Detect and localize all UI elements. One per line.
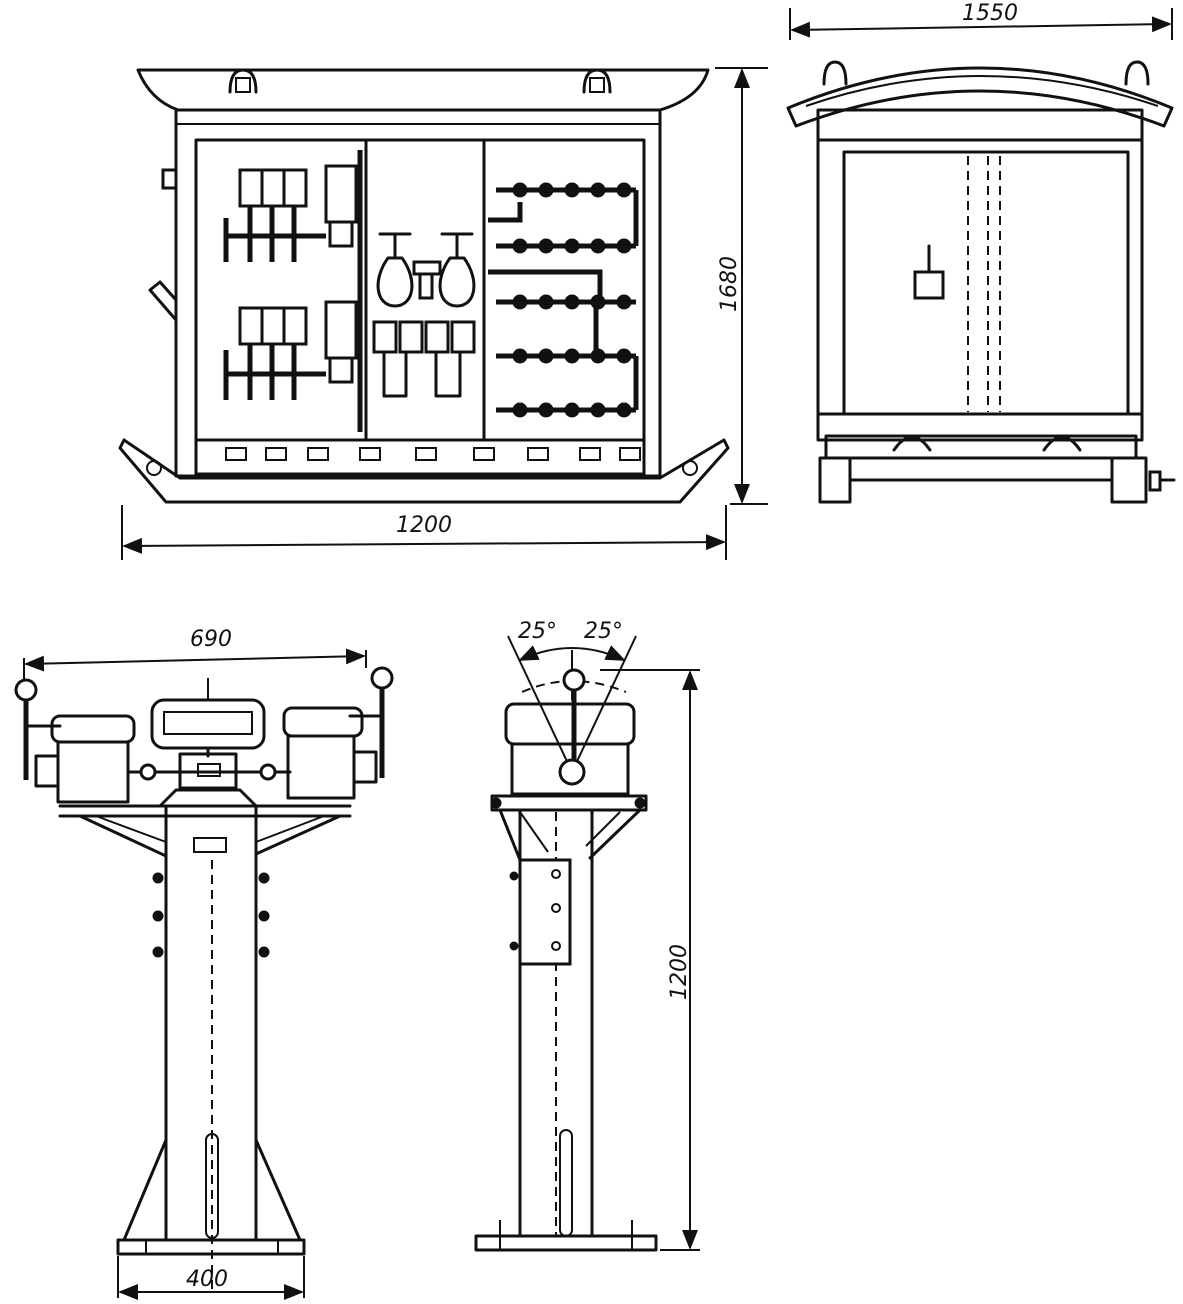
switch-block-lower bbox=[223, 300, 358, 400]
angle-left-label: 25° bbox=[518, 619, 557, 644]
insulator-rows bbox=[488, 182, 639, 418]
switch-block-upper bbox=[223, 164, 358, 262]
meter-panel bbox=[372, 232, 476, 398]
cabinet-side-view bbox=[786, 8, 1176, 504]
dimension-690-label: 690 bbox=[190, 627, 232, 652]
dimension-1200-label: 1200 bbox=[396, 513, 452, 538]
pedestal-side-view bbox=[474, 635, 700, 1252]
dimension-400-label: 400 bbox=[186, 1267, 228, 1292]
cabinet-front-view bbox=[118, 67, 768, 560]
dimension-1680-label: 1680 bbox=[717, 256, 742, 312]
dimension-1200-vertical-label: 1200 bbox=[667, 944, 692, 1000]
angle-right-label: 25° bbox=[584, 619, 623, 644]
vent-slots bbox=[225, 447, 641, 461]
dimension-1550-label: 1550 bbox=[962, 1, 1018, 26]
pedestal-front-view bbox=[14, 648, 394, 1300]
